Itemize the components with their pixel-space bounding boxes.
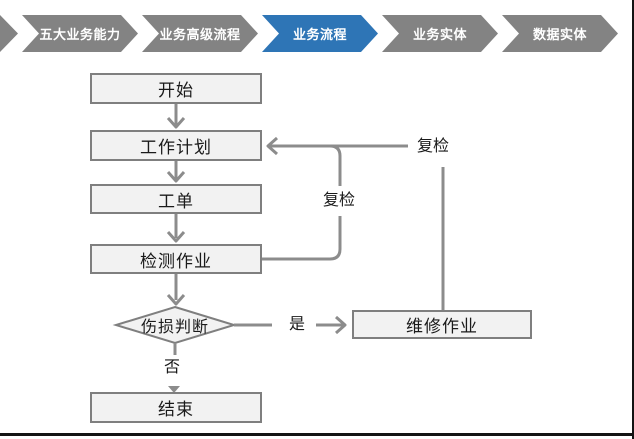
- right-border-line: [632, 0, 634, 439]
- edge-label-yes: 是: [283, 314, 311, 336]
- chevron-stepper: 五大业务能力 业务高级流程 业务流程 业务实体 数据实体: [0, 15, 618, 52]
- arrowhead-down-icon: [166, 171, 186, 183]
- stepper-item-label: 业务高级流程: [159, 27, 241, 42]
- edge-label-no: 否: [158, 357, 186, 379]
- stepper-item-label: 业务流程: [292, 27, 347, 42]
- node-label: 开始: [158, 81, 194, 100]
- edge-label-recheck-inspection: 复检: [316, 190, 362, 212]
- node-label: 检测作业: [140, 251, 212, 271]
- stepper-item-label: 业务实体: [412, 27, 467, 42]
- stepper-item-high-level-process[interactable]: 业务高级流程: [142, 15, 258, 52]
- stepper-item-business-process[interactable]: 业务流程: [262, 15, 378, 52]
- bottom-border-line: [0, 433, 634, 436]
- arrowhead-down-icon: [166, 231, 186, 243]
- node-end: 结束: [90, 392, 262, 423]
- stepper-item-data-entity[interactable]: 数据实体: [502, 15, 618, 52]
- edge-label-recheck-repair: 复检: [410, 136, 456, 158]
- node-label: 结束: [158, 400, 194, 419]
- stepper-item-business-entity[interactable]: 业务实体: [382, 15, 498, 52]
- node-label: 维修作业: [406, 317, 478, 336]
- arrowhead-right-icon: [335, 315, 347, 335]
- stepper-item-label: 五大业务能力: [39, 27, 121, 42]
- arrowhead-down-icon: [166, 117, 186, 129]
- arrowhead-left-icon: [266, 136, 278, 156]
- stepper-item-five-capabilities[interactable]: 五大业务能力: [22, 15, 138, 52]
- node-work-plan: 工作计划: [90, 130, 262, 161]
- node-label: 伤损判断: [140, 319, 209, 336]
- arrowhead-down-icon: [166, 294, 186, 306]
- leading-chevron-icon: [0, 15, 18, 52]
- node-start: 开始: [90, 73, 262, 104]
- node-label: 工单: [158, 191, 194, 211]
- node-work-order: 工单: [90, 184, 262, 214]
- node-repair: 维修作业: [352, 310, 532, 339]
- node-damage-decision: 伤损判断: [116, 307, 234, 343]
- node-label: 工作计划: [140, 138, 212, 157]
- node-inspection: 检测作业: [90, 244, 262, 274]
- stepper-item-label: 数据实体: [532, 27, 587, 42]
